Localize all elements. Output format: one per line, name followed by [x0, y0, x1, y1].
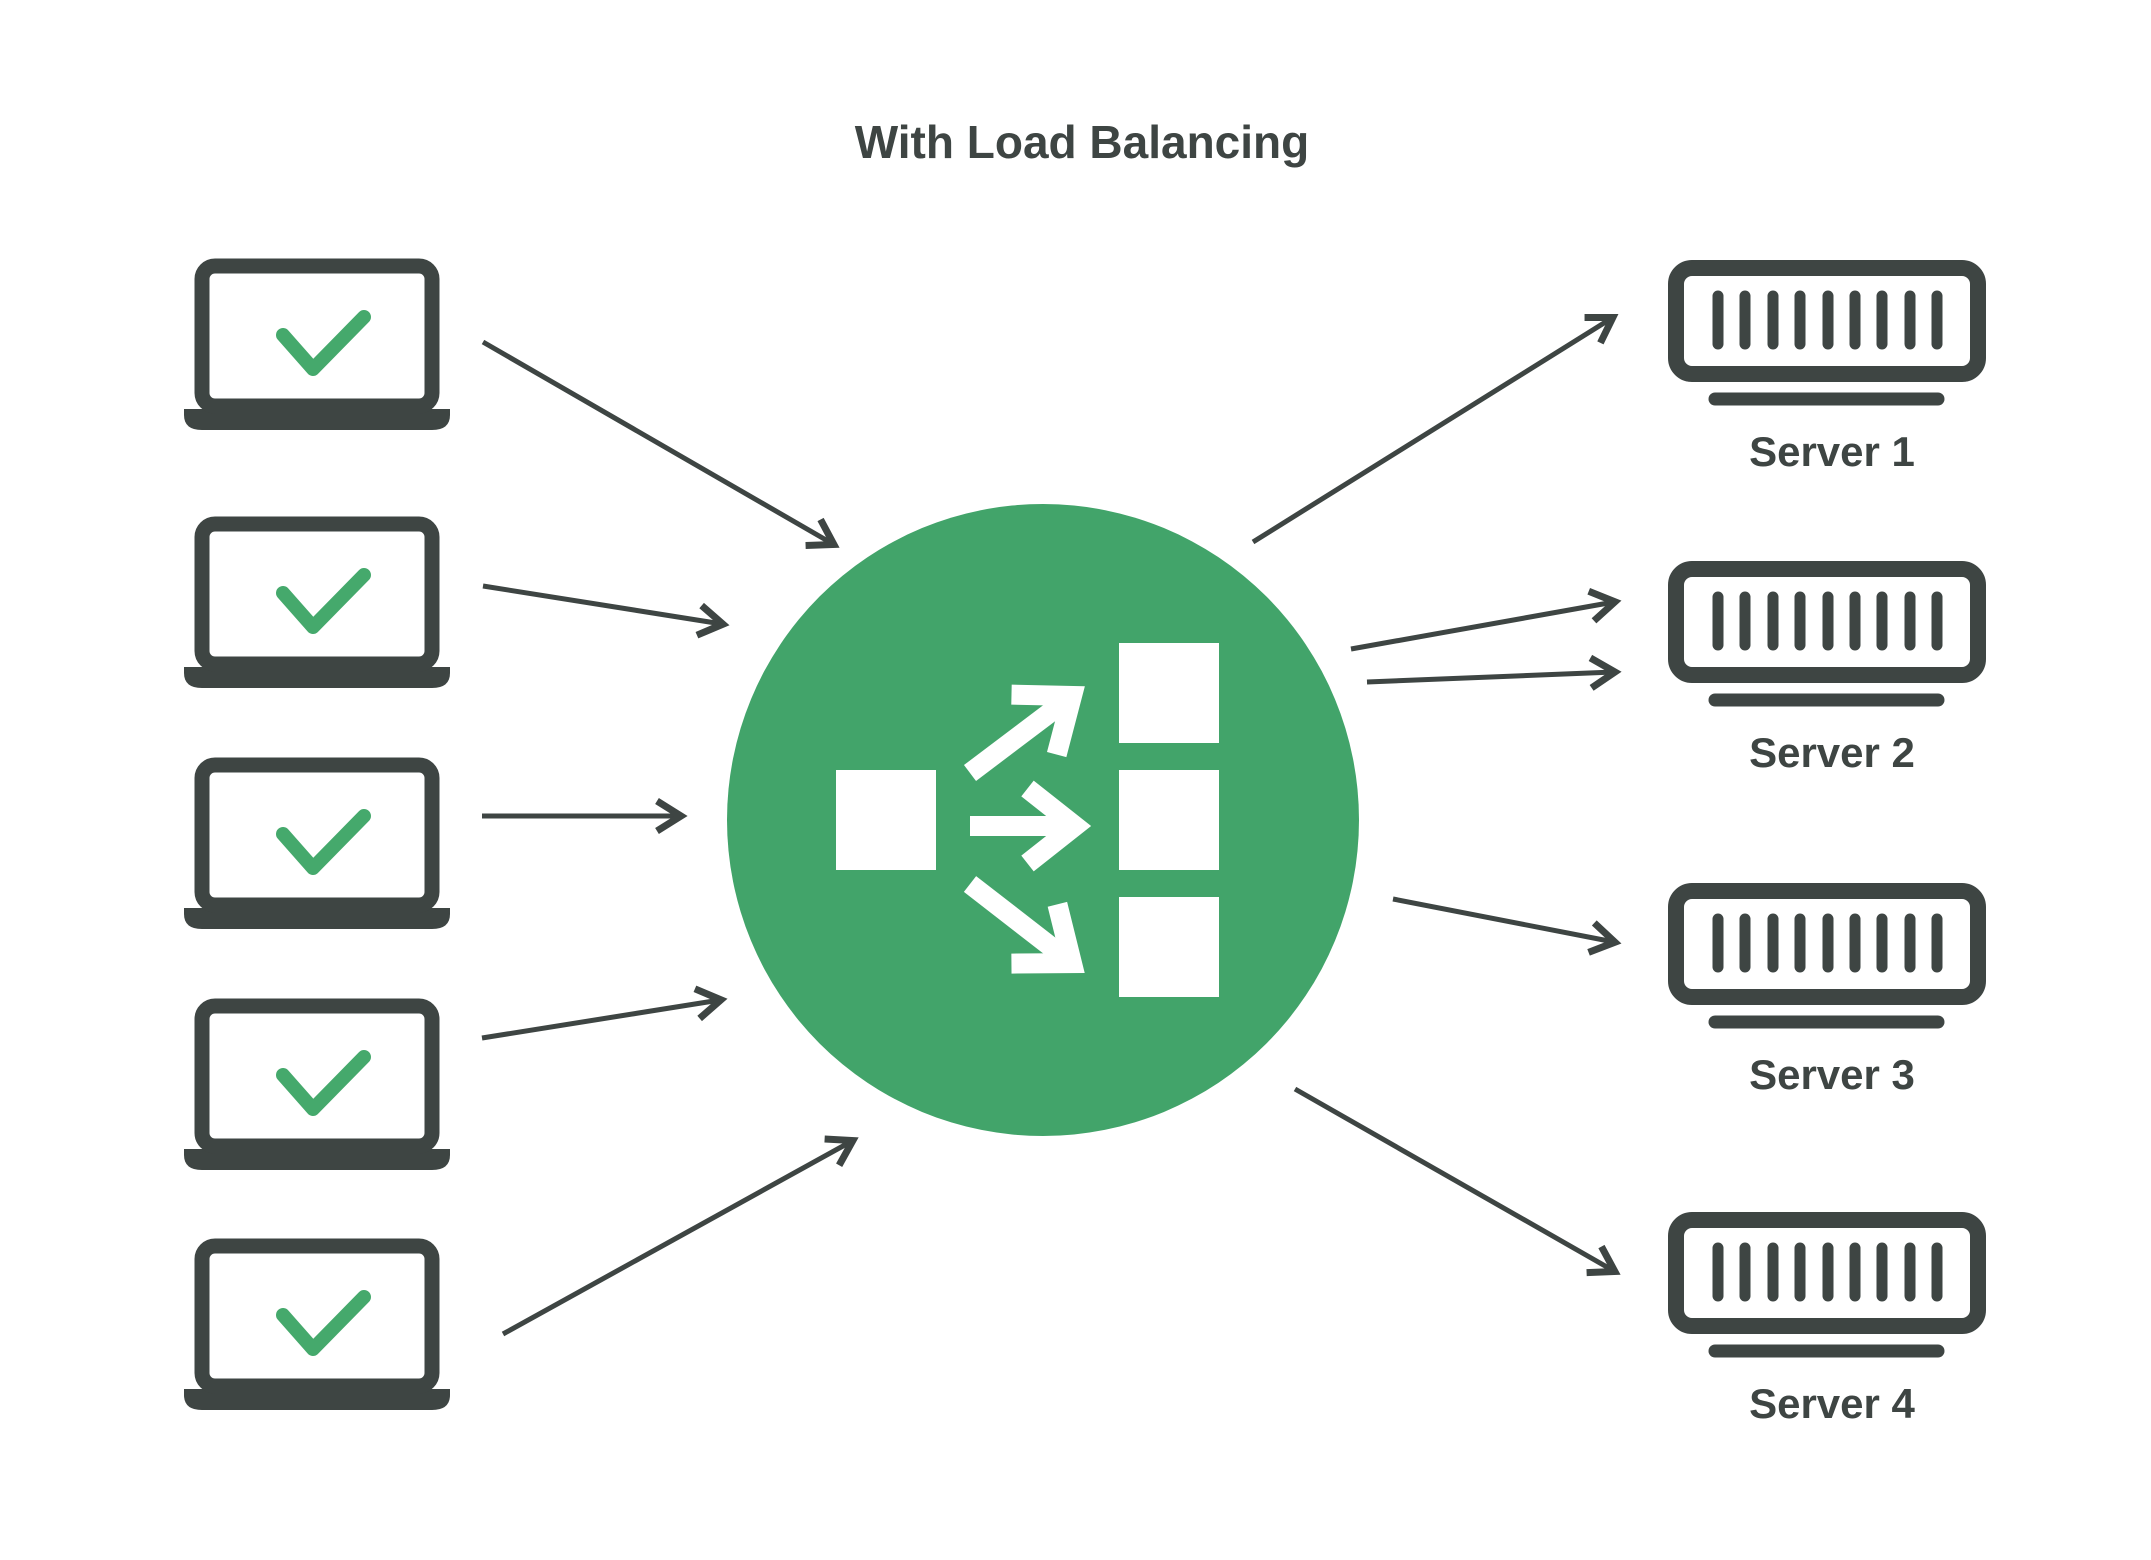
- distribution-arrows: [1251, 313, 1622, 1277]
- request-arrow-2: [482, 583, 730, 639]
- server-3: Server 3: [1676, 891, 1978, 1098]
- client-laptop-1: [184, 266, 450, 430]
- load-balancer: [727, 504, 1359, 1136]
- lb-fanout-arrow-down: [963, 876, 1085, 974]
- server-4-label: Server 4: [1749, 1380, 1915, 1427]
- diagram-title: With Load Balancing: [855, 116, 1309, 168]
- lb-input-square: [836, 770, 936, 870]
- server-2-label: Server 2: [1749, 729, 1915, 776]
- server-rack-icon: [1676, 1220, 1978, 1351]
- distribution-arrow-server-1: [1251, 313, 1619, 545]
- client-laptop-2: [184, 524, 450, 688]
- lb-fanout-arrow-up: [963, 684, 1085, 781]
- lb-output-square-2: [1119, 770, 1219, 870]
- distribution-arrow-server-2b: [1366, 654, 1622, 691]
- lb-output-square-3: [1119, 897, 1219, 997]
- request-arrows: [481, 339, 859, 1337]
- server-4: Server 4: [1676, 1220, 1978, 1427]
- lb-output-square-1: [1119, 643, 1219, 743]
- distribution-arrow-server-2a: [1350, 588, 1622, 652]
- server-rack-icon: [1676, 891, 1978, 1022]
- client-laptop-4: [184, 1006, 450, 1170]
- load-distribution-icon: [836, 643, 1219, 997]
- server-1-label: Server 1: [1749, 428, 1915, 475]
- client-laptop-3: [184, 765, 450, 929]
- client-laptop-5: [184, 1246, 450, 1410]
- server-3-label: Server 3: [1749, 1051, 1915, 1098]
- request-arrow-1: [481, 339, 840, 549]
- client-laptops: [184, 266, 450, 1410]
- server-1: Server 1: [1676, 268, 1978, 475]
- request-arrow-5: [501, 1135, 859, 1337]
- distribution-arrow-server-4: [1293, 1086, 1621, 1277]
- server-rack-icon: [1676, 569, 1978, 700]
- servers: Server 1 Server 2 Server 3 Server 4: [1676, 268, 1978, 1427]
- distribution-arrow-server-3: [1392, 896, 1622, 956]
- request-arrow-4: [481, 985, 728, 1041]
- server-rack-icon: [1676, 268, 1978, 399]
- server-2: Server 2: [1676, 569, 1978, 776]
